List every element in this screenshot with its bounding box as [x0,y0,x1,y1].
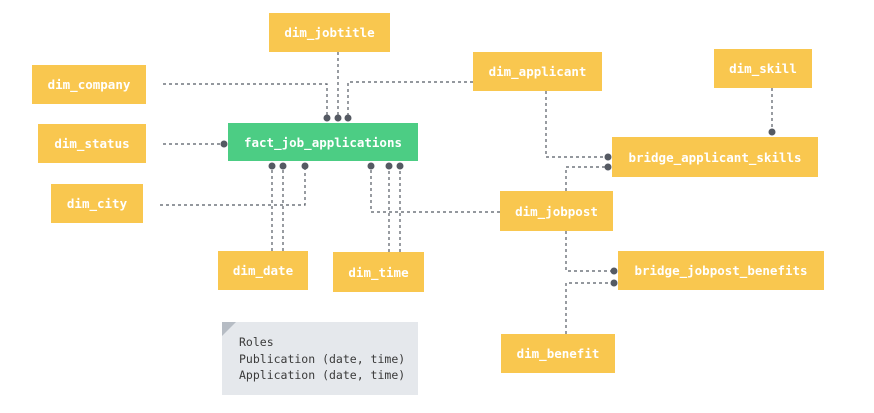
connector-dot [220,140,228,148]
edge-jobpost-to-fact [370,167,500,213]
dim-jobtitle-table[interactable]: dim_jobtitle [269,13,390,52]
edge-applicant-to-bridge-skills [545,91,606,158]
edge-benefit-to-bridge-benefits [565,282,612,334]
edge-city-to-fact [160,167,306,206]
roles-note: Roles Publication (date, time) Applicati… [222,322,418,395]
note-title: Roles [239,335,274,349]
connector-dot [344,114,352,122]
dim-jobpost-table[interactable]: dim_jobpost [500,191,613,231]
connector-dot [323,114,331,122]
edge-company-to-fact [163,83,328,118]
fact-job-applications-table[interactable]: fact_job_applications [228,123,418,161]
edge-jobpost-to-bridge-skills [565,166,606,191]
connector-dot [610,279,618,287]
dim-applicant-table[interactable]: dim_applicant [473,52,602,91]
connector-dot [268,162,276,170]
dim-date-table[interactable]: dim_date [218,251,308,290]
edge-applicant-to-fact [347,81,473,118]
connector-dot [610,267,618,275]
connector-dot [604,153,612,161]
dim-benefit-table[interactable]: dim_benefit [501,334,615,373]
dim-status-table[interactable]: dim_status [38,124,146,163]
dim-company-table[interactable]: dim_company [32,65,146,104]
dim-skill-table[interactable]: dim_skill [714,49,812,88]
dim-city-table[interactable]: dim_city [51,184,143,223]
dim-time-table[interactable]: dim_time [333,252,424,292]
note-publication-role: Publication (date, time) [239,351,406,366]
note-application-role: Application (date, time) [239,368,406,382]
connector-dot [604,163,612,171]
connector-dot [301,162,309,170]
bridge-applicant-skills-table[interactable]: bridge_applicant_skills [612,137,818,177]
connector-dot [367,162,375,170]
connector-dot [385,162,393,170]
connector-dot [768,128,776,136]
edge-jobpost-to-bridge-benefits [565,231,612,272]
note-fold-corner [222,322,236,336]
connector-dot [334,114,342,122]
connector-dot [279,162,287,170]
bridge-jobpost-benefits-table[interactable]: bridge_jobpost_benefits [618,251,824,290]
connector-dot [396,162,404,170]
